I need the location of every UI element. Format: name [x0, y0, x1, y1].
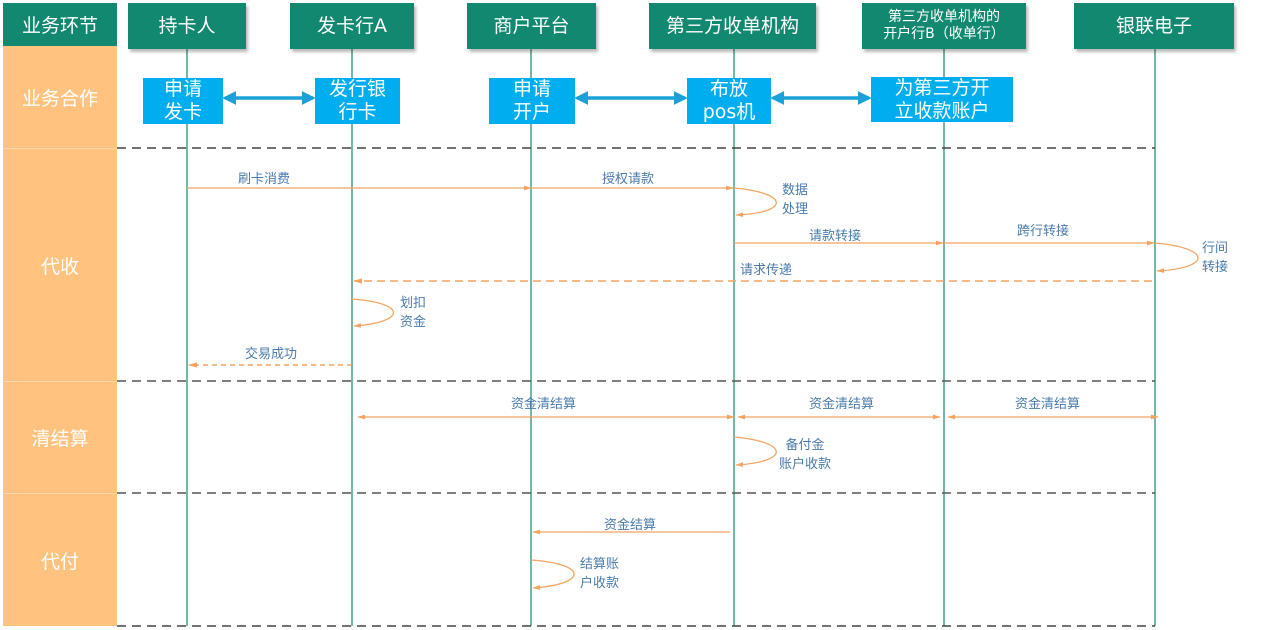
phase-label: 代收	[40, 255, 79, 278]
msg-data-proc-label: 数据 处理	[782, 181, 808, 219]
phase-label: 业务合作	[21, 87, 98, 110]
participant-unionpay: 银联电子	[1074, 3, 1234, 49]
activity-line1: 为第三方开	[894, 77, 990, 99]
participant-label-line2: 开户行B（收单行）	[883, 26, 1005, 42]
msg-settle-recv-label: 结算账 户收款	[580, 555, 619, 593]
msg-label-line1: 行间	[1202, 241, 1229, 256]
msg-label-line1: 结算账	[580, 557, 620, 572]
msg-clear2-label: 资金清结算	[809, 397, 875, 412]
column-header: 业务环节	[3, 3, 117, 46]
msg-req-forward-label: 请款转接	[809, 229, 862, 244]
msg-label-line1: 划扣	[400, 296, 427, 311]
activity-line2: 立收款账户	[894, 100, 990, 122]
column-header-label: 业务环节	[21, 15, 98, 37]
participant-label: 发卡行A	[317, 15, 387, 37]
participant-acquiring-bank: 第三方收单机构的 开户行B（收单行）	[862, 3, 1026, 49]
msg-debit-label: 划扣 资金	[400, 294, 426, 332]
activity-apply-account: 申请 开户	[489, 78, 575, 124]
msg-debit-arrow	[351, 298, 395, 328]
msg-label-line2: 处理	[782, 202, 809, 217]
activity-line2: 开户	[512, 101, 551, 123]
phase-cooperation: 业务合作	[3, 46, 117, 148]
activity-deploy-pos: 布放 pos机	[687, 78, 771, 124]
msg-label-line1: 备付金	[785, 438, 825, 453]
activity-issue-card: 发行银 行卡	[315, 78, 400, 124]
phase-label: 清结算	[31, 428, 89, 450]
participant-label: 银联电子	[1115, 15, 1192, 37]
msg-interbank-label: 行间 转接	[1202, 239, 1228, 277]
participant-label: 第三方收单机构	[665, 15, 799, 37]
phase-clearing: 清结算	[3, 381, 117, 493]
participant-issuer: 发卡行A	[290, 3, 414, 49]
activity-line2: 发卡	[163, 101, 202, 123]
msg-interbank-arrow	[1154, 242, 1199, 273]
participant-acquirer: 第三方收单机构	[649, 3, 816, 49]
msg-label-line1: 数据	[782, 183, 809, 198]
activity-line1: 发行银	[328, 78, 386, 100]
msg-settle-recv-arrow	[530, 559, 575, 590]
msg-clear3-label: 资金清结算	[1015, 397, 1081, 412]
msg-cross-bank-label: 跨行转接	[1017, 224, 1070, 239]
msg-clear1-label: 资金清结算	[511, 397, 577, 412]
msg-label-line2: 账户收款	[779, 457, 832, 472]
msg-label-line2: 户收款	[580, 576, 620, 591]
phase-collection: 代收	[3, 148, 117, 381]
phase-payment: 代付	[3, 493, 117, 626]
participant-merchant: 商户平台	[467, 3, 596, 49]
phase-label: 代付	[40, 550, 79, 573]
activity-line2: 行卡	[338, 101, 377, 123]
msg-auth-label: 授权请款	[602, 172, 655, 187]
msg-data-proc-arrow	[733, 187, 777, 218]
msg-label-line2: 转接	[1202, 260, 1229, 275]
participant-cardholder: 持卡人	[128, 3, 246, 49]
msg-req-pass-label: 请求传递	[740, 263, 793, 278]
participant-label: 商户平台	[493, 15, 570, 37]
activity-line1: 申请	[163, 78, 202, 100]
activity-apply-card: 申请 发卡	[143, 78, 223, 124]
activity-line2: pos机	[702, 101, 756, 123]
msg-settle-label: 资金结算	[604, 518, 657, 533]
msg-reserve-arrow	[733, 436, 777, 467]
activity-open-account: 为第三方开 立收款账户	[871, 77, 1013, 122]
msg-swipe-label: 刷卡消费	[238, 172, 291, 187]
participant-label: 持卡人	[158, 15, 216, 37]
phase-column: 业务合作 代收 清结算 代付	[3, 46, 117, 626]
msg-success-label: 交易成功	[245, 347, 298, 362]
msg-label-line2: 资金	[400, 315, 427, 330]
participant-label-line1: 第三方收单机构的	[888, 9, 1000, 25]
msg-reserve-label: 备付金 账户收款	[779, 436, 831, 474]
activity-line1: 布放	[709, 78, 748, 100]
activity-line1: 申请	[512, 78, 551, 100]
